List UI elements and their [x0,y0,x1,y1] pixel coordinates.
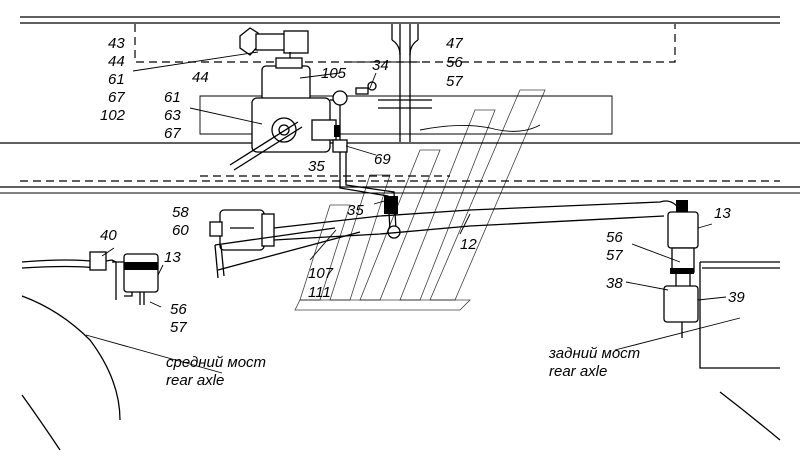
height-control-valve [229,27,401,239]
callout-13-b: 13 [714,205,731,222]
callout-67-b: 67 [164,125,181,142]
callout-labels: 43 44 61 67 102 44 61 63 67 105 34 47 56… [100,35,745,336]
callout-56-c: 56 [606,229,623,246]
callout-56: 56 [446,54,463,71]
callout-102: 102 [100,107,126,124]
middle-axle-caption-ru: средний мост [166,354,266,371]
callout-44-b: 44 [192,69,209,86]
frame-rails [0,16,800,194]
callout-38: 38 [606,275,623,292]
callout-13: 13 [164,249,181,266]
callout-34: 34 [372,57,389,74]
torque-rod [209,200,681,279]
rear-axle-mount [663,200,781,441]
callout-12: 12 [460,236,477,253]
callout-107: 107 [308,265,334,282]
callout-43: 43 [108,35,125,52]
watermark-logo [294,89,546,311]
axle-captions: средний мост rear axle задний мост rear … [166,345,640,389]
callout-44: 44 [108,53,125,70]
callout-56-b: 56 [170,301,187,318]
i-beam-crossmember [378,24,432,142]
callout-58: 58 [172,204,189,221]
rear-axle-caption-en: rear axle [549,363,607,380]
callout-61-b: 61 [164,89,181,106]
callout-39: 39 [728,289,745,306]
middle-axle-caption-en: rear axle [166,372,224,389]
callout-61: 61 [108,71,125,88]
callout-67: 67 [108,89,125,106]
callout-35: 35 [308,158,325,175]
callout-69: 69 [374,151,391,168]
callout-35-b: 35 [347,202,364,219]
callout-60: 60 [172,222,189,239]
leader-lines [85,51,741,374]
callout-57-c: 57 [606,247,623,264]
callout-111: 111 [308,284,331,301]
callout-40: 40 [100,227,117,244]
callout-57: 57 [446,73,463,90]
callout-63: 63 [164,107,181,124]
callout-57-b: 57 [170,319,187,336]
callout-105: 105 [321,65,347,82]
rear-axle-caption-ru: задний мост [548,345,640,362]
callout-47: 47 [446,35,463,52]
middle-axle-mount [21,251,159,451]
